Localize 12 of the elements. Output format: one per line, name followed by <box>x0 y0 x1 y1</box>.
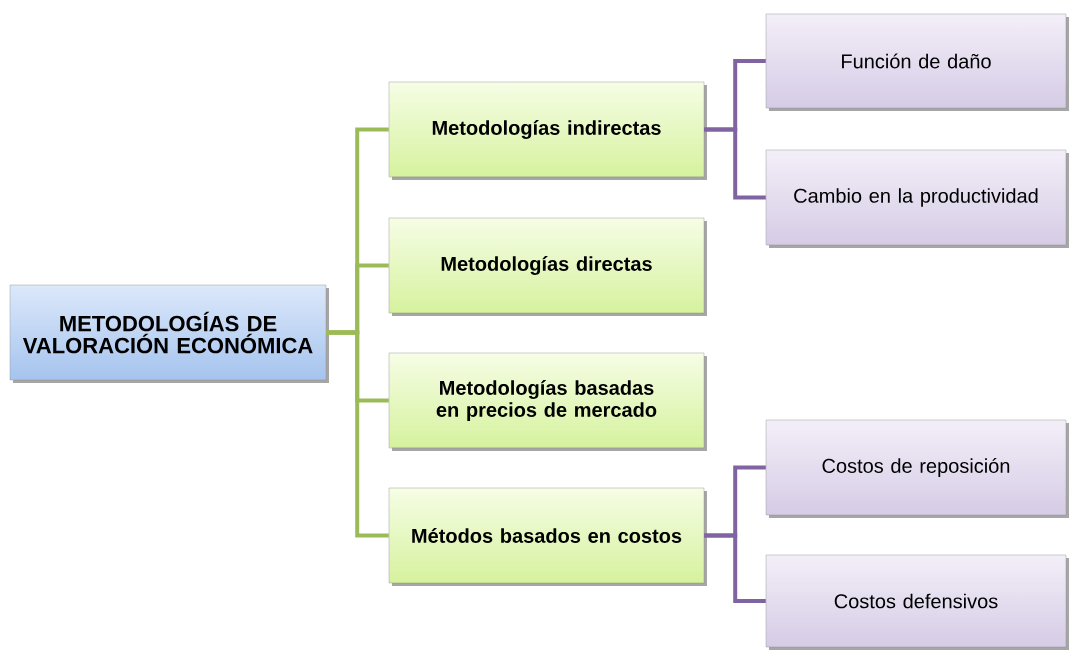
method-box: Costos defensivos <box>765 554 1069 650</box>
category-box: Metodologías indirectas <box>388 81 707 180</box>
title-box: METODOLOGÍAS DE VALORACIÓN ECONÓMICA <box>9 284 329 383</box>
category-box: Metodologías basadas en precios de mercado <box>388 352 707 451</box>
category-box: Métodos basados en costos <box>388 487 707 586</box>
method-box: Cambio en la productividad <box>765 149 1069 248</box>
method-box: Costos de reposición <box>765 419 1069 518</box>
category-box: Metodologías directas <box>388 217 707 316</box>
connector <box>704 533 766 603</box>
method-box: Función de daño <box>765 13 1069 111</box>
connector <box>704 127 766 200</box>
connector <box>326 330 389 538</box>
